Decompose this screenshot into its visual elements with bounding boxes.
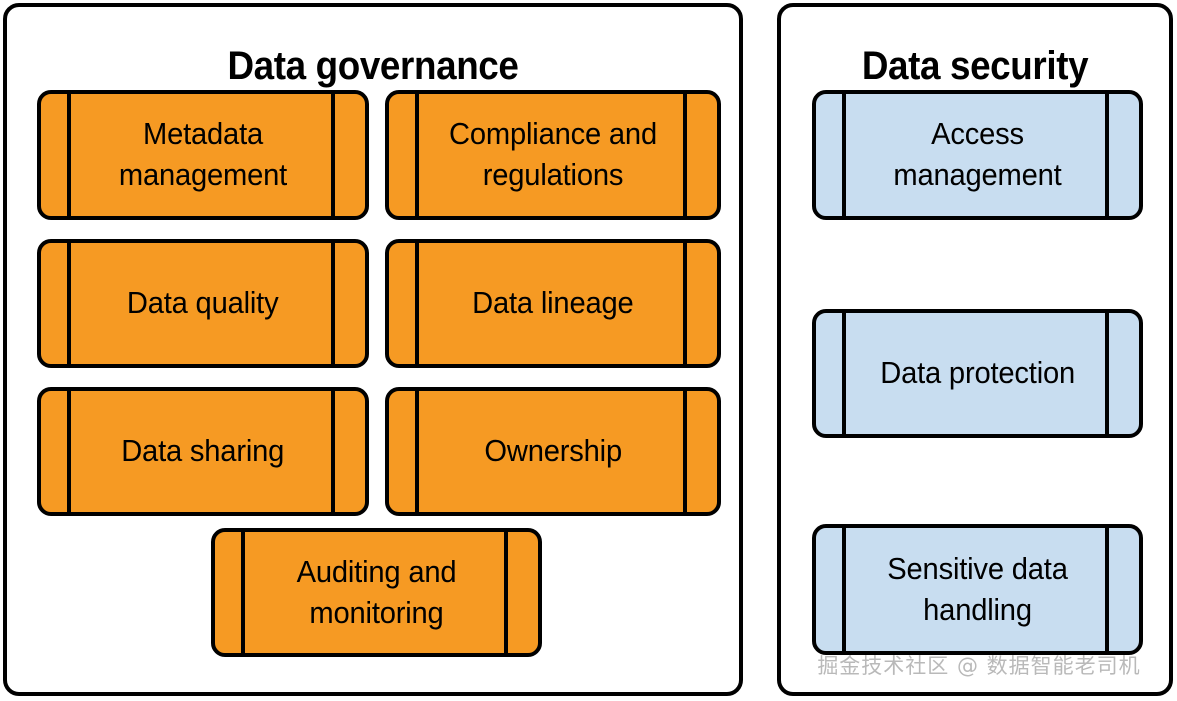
node-label: Data lineage [472, 285, 634, 321]
node-label: Access management [893, 116, 1062, 192]
panel-title-data-security: Data security [861, 43, 1089, 88]
panel-title-data-governance: Data governance [227, 43, 519, 88]
node-auditing-and-monitoring[interactable]: Auditing and monitoring [211, 528, 542, 657]
node-data-protection[interactable]: Data protection [812, 309, 1143, 438]
node-divider-right-icon [683, 239, 687, 368]
node-label: Ownership [484, 433, 622, 469]
node-data-lineage[interactable]: Data lineage [385, 239, 721, 368]
node-divider-right-icon [683, 387, 687, 516]
node-label: Metadata management [118, 116, 288, 192]
panel-data-governance: Data governance Metadata management Comp… [3, 3, 743, 696]
node-data-sharing[interactable]: Data sharing [37, 387, 369, 516]
node-label: Data sharing [121, 433, 285, 469]
node-data-quality[interactable]: Data quality [37, 239, 369, 368]
node-label: Sensitive data handling [887, 550, 1068, 627]
node-label: Auditing and monitoring [296, 553, 457, 630]
node-divider-left-icon [67, 239, 71, 368]
node-divider-left-icon [67, 387, 71, 516]
node-sensitive-data-handling[interactable]: Sensitive data handling [812, 524, 1143, 655]
node-divider-right-icon [331, 239, 335, 368]
node-access-management[interactable]: Access management [812, 90, 1143, 220]
node-label: Data quality [127, 285, 279, 321]
node-label: Data protection [880, 355, 1075, 391]
node-label: Compliance and regulations [449, 116, 657, 192]
node-ownership[interactable]: Ownership [385, 387, 721, 516]
node-divider-right-icon [331, 387, 335, 516]
node-divider-left-icon [415, 239, 419, 368]
node-metadata-management[interactable]: Metadata management [37, 90, 369, 220]
node-divider-left-icon [415, 387, 419, 516]
panel-data-security: Data security Access management Data pro… [777, 3, 1173, 696]
node-compliance-and-regulations[interactable]: Compliance and regulations [385, 90, 721, 220]
